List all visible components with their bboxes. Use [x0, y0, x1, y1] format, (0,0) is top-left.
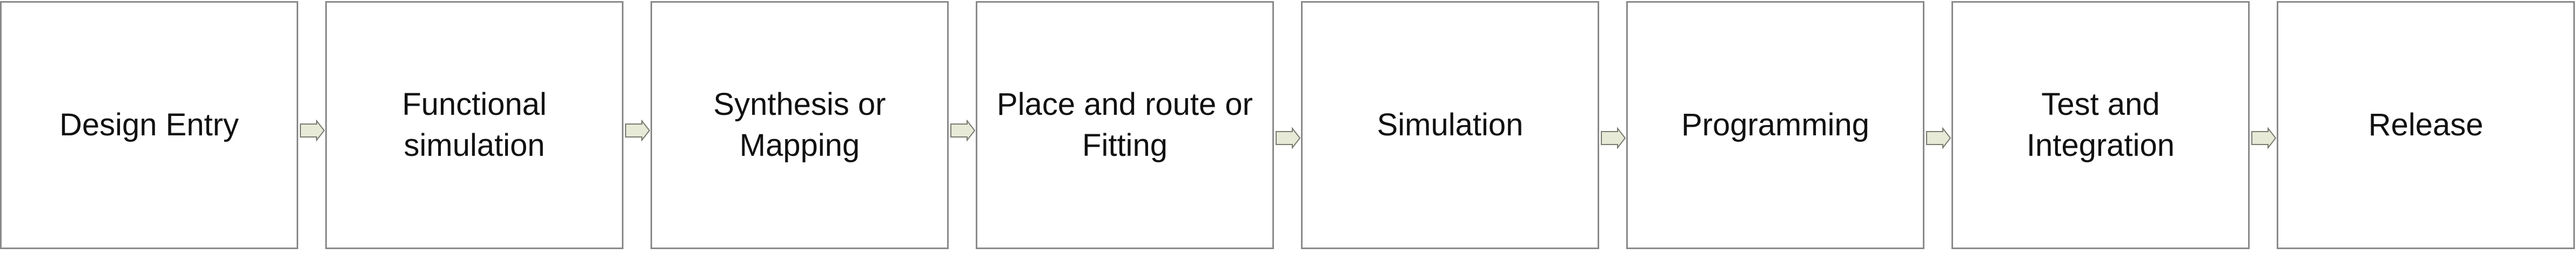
step-label: Release [2368, 107, 2484, 142]
step-test-and-integration: Test and Integration [1951, 1, 2250, 249]
flow-arrow-icon [1600, 127, 1626, 149]
step-design-entry: Design Entry [0, 1, 298, 249]
step-label: Design Entry [59, 107, 239, 142]
step-label: Test and Integration [2026, 87, 2175, 163]
flow-arrow-icon [625, 120, 650, 141]
step-label: Programming [1681, 107, 1870, 142]
step-synthesis-or-mapping: Synthesis or Mapping [650, 1, 949, 249]
flow-arrow-icon [299, 120, 325, 141]
step-programming: Programming [1626, 1, 1924, 249]
flow-arrow-icon [1926, 127, 1951, 149]
step-functional-simulation: Functional simulation [325, 1, 623, 249]
flow-arrow-icon [950, 120, 976, 141]
step-label: Simulation [1377, 107, 1524, 142]
flow-arrow-icon [2251, 127, 2277, 149]
step-place-and-route: Place and route or Fitting [976, 1, 1274, 249]
step-label: Place and route or Fitting [997, 87, 1253, 163]
step-release: Release [2277, 1, 2575, 249]
step-label: Synthesis or Mapping [713, 87, 886, 163]
step-label: Functional simulation [402, 87, 547, 163]
step-simulation: Simulation [1301, 1, 1599, 249]
flow-arrow-icon [1275, 127, 1301, 149]
